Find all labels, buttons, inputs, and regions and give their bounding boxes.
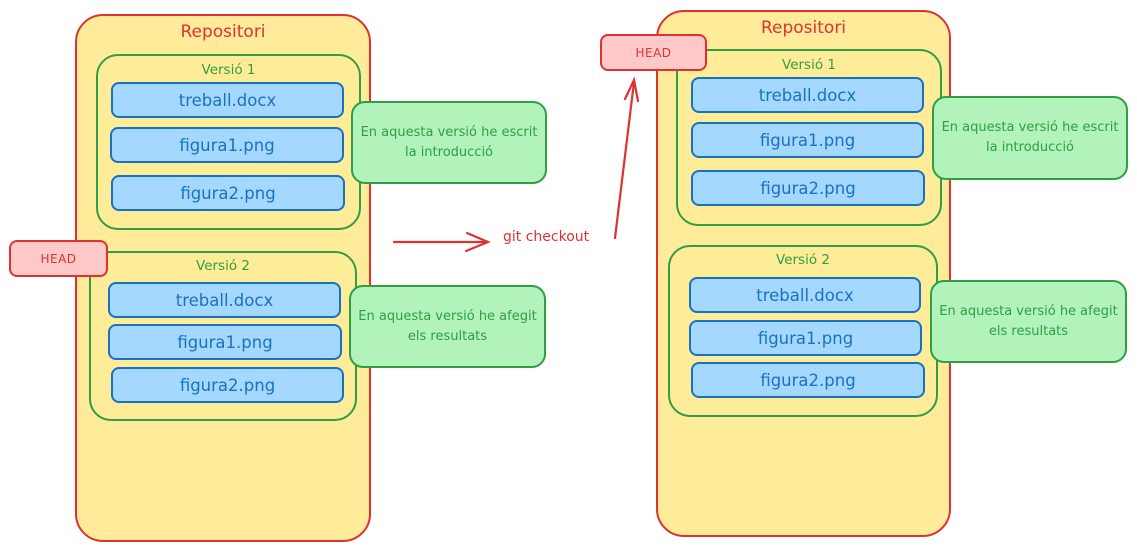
file-figura1-png[interactable]: figura1.png	[689, 320, 922, 356]
head-pointer-before: HEAD	[9, 240, 108, 277]
file-treball-docx[interactable]: treball.docx	[689, 277, 921, 313]
repository-title: Repositori	[760, 18, 847, 38]
note-version-1: En aquesta versió he escrit la introducc…	[351, 101, 547, 184]
file-treball-docx[interactable]: treball.docx	[108, 282, 341, 318]
file-figura2-png[interactable]: figura2.png	[691, 362, 925, 398]
note-version-2: En aquesta versió he afegit els resultat…	[930, 280, 1127, 363]
version-title: Versió 1	[782, 57, 836, 73]
version-title: Versió 2	[196, 258, 250, 274]
file-figura2-png[interactable]: figura2.png	[111, 175, 345, 211]
repository-title: Repositori	[180, 22, 266, 42]
version-title: Versió 2	[776, 252, 830, 268]
note-version-2: En aquesta versió he afegit els resultat…	[349, 285, 546, 368]
file-figura2-png[interactable]: figura2.png	[691, 170, 925, 206]
file-treball-docx[interactable]: treball.docx	[691, 77, 924, 113]
file-figura2-png[interactable]: figura2.png	[111, 367, 344, 403]
version-title: Versió 1	[201, 62, 256, 78]
file-figura1-png[interactable]: figura1.png	[691, 122, 924, 158]
head-pointer-after: HEAD	[600, 34, 707, 71]
file-figura1-png[interactable]: figura1.png	[110, 127, 344, 163]
note-version-1: En aquesta versió he escrit la introducc…	[932, 96, 1128, 180]
git-checkout-label: git checkout	[503, 229, 590, 245]
file-treball-docx[interactable]: treball.docx	[111, 82, 344, 118]
arrow-right-icon	[392, 231, 491, 253]
arrow-up-icon	[613, 76, 640, 240]
file-figura1-png[interactable]: figura1.png	[108, 324, 342, 360]
